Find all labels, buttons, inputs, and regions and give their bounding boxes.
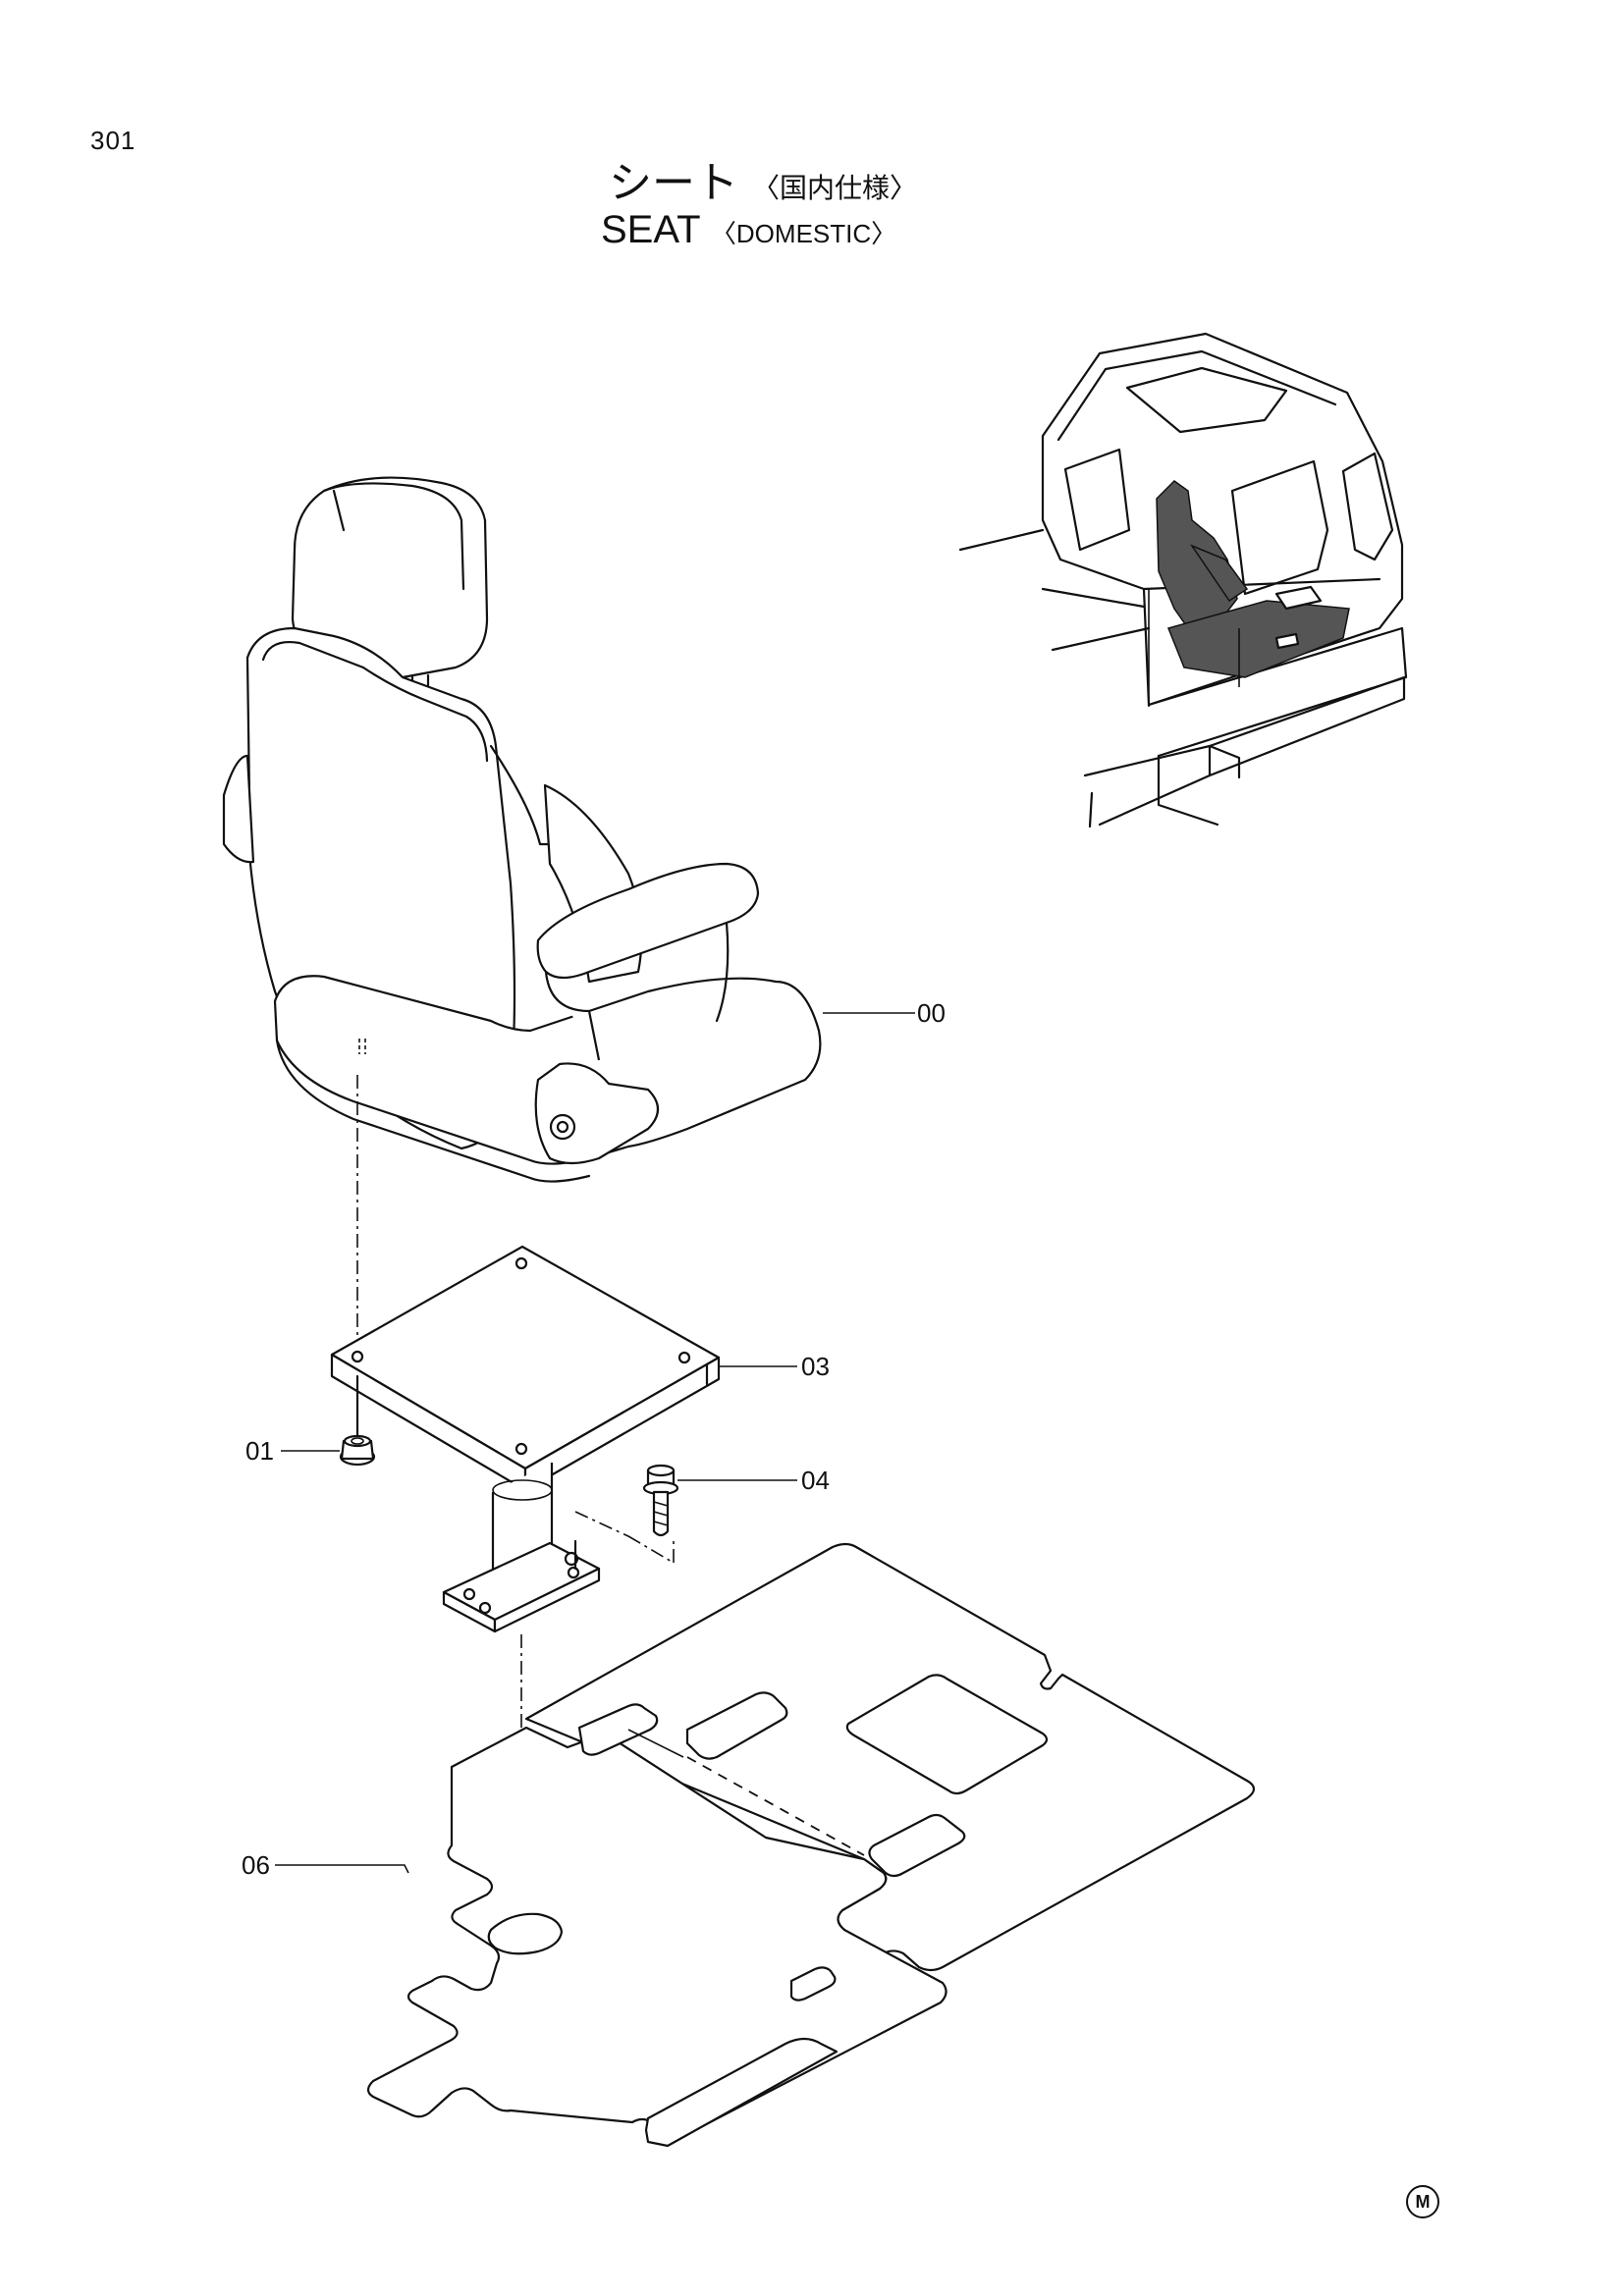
callout-bracket: 03 <box>801 1352 830 1381</box>
callout-leaders <box>275 1012 915 1874</box>
seat-assembly-drawing <box>222 476 822 1183</box>
bolt-drawing <box>642 1464 679 1537</box>
title-jp-main: シート <box>609 158 738 208</box>
title-en-main: SEAT <box>601 208 700 251</box>
flange-nut-drawing <box>339 1434 376 1467</box>
m-mark: M <box>1406 2185 1439 2218</box>
title-jp-sub: 〈国内仕様〉 <box>752 172 918 204</box>
callout-seat: 00 <box>917 998 946 1028</box>
callout-bolt: 04 <box>801 1466 830 1495</box>
title-en-sub: 〈DOMESTIC〉 <box>710 219 897 248</box>
callout-nut: 01 <box>245 1436 274 1466</box>
title-japanese: シート 〈国内仕様〉 <box>609 147 917 210</box>
cab-overview-illustration <box>958 332 1408 828</box>
page-number: 301 <box>90 126 136 155</box>
callout-floor-mat: 06 <box>242 1850 270 1880</box>
floor-mat-drawing <box>366 1542 1256 2148</box>
bolt-centerline <box>574 1511 675 1564</box>
title-english: SEAT 〈DOMESTIC〉 <box>601 208 896 252</box>
seat-bracket-drawing <box>330 1245 721 1633</box>
